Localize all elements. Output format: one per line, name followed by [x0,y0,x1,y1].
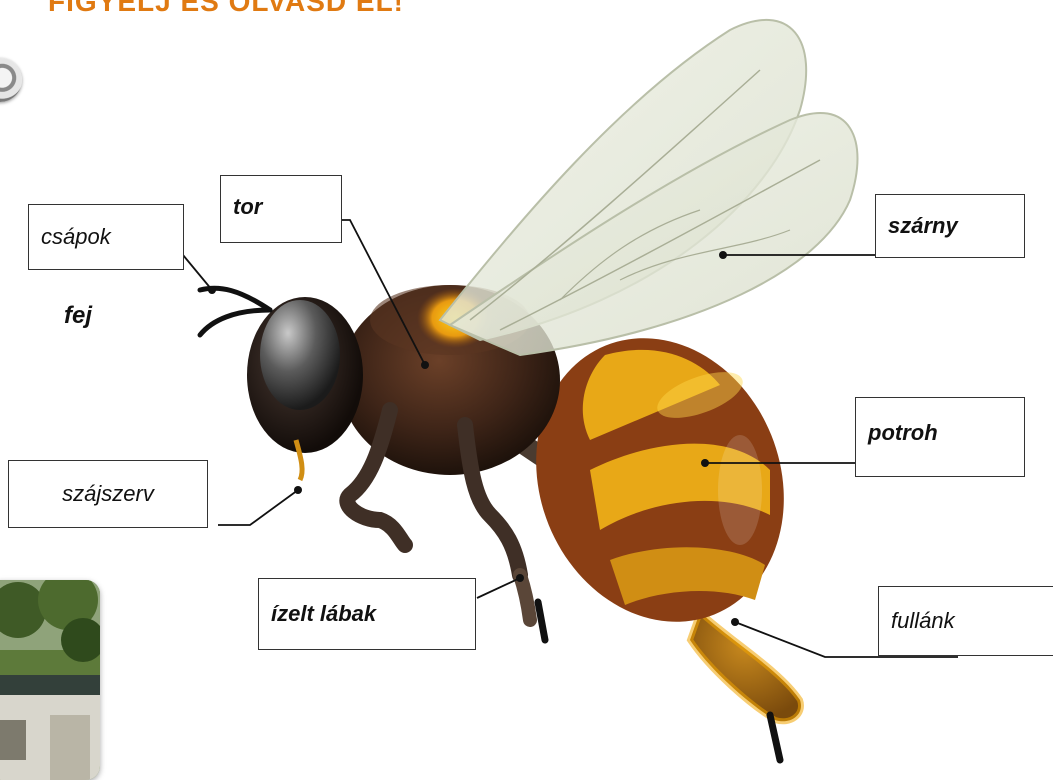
wings-shape [440,20,858,355]
label-legs: ízelt lábak [258,578,476,650]
label-wing: szárny [875,194,1025,258]
label-stinger: fullánk [878,586,1053,656]
label-head: fej [64,302,92,330]
label-thorax: tor [220,175,342,243]
label-antennae: csápok [28,204,184,270]
label-abdomen: potroh [855,397,1025,477]
head-shape [247,297,363,480]
label-mouthpart: szájszerv [8,460,208,528]
